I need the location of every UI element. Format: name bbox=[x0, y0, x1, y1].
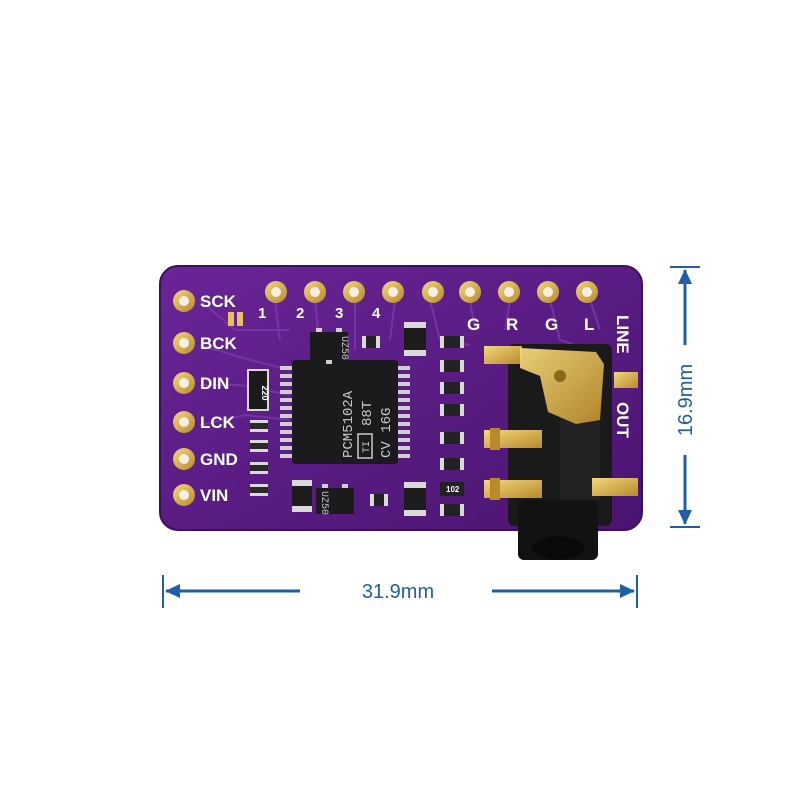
cap-marking: 102 bbox=[446, 485, 460, 494]
pin-label-l: L bbox=[584, 315, 594, 334]
height-label: 16.9mm bbox=[675, 364, 697, 436]
chip-part-number: PCM5102A bbox=[341, 390, 357, 458]
pin-label-bck: BCK bbox=[200, 334, 238, 353]
smd-pad bbox=[237, 312, 243, 326]
pin-pad bbox=[173, 484, 195, 506]
chip-logo: TI bbox=[362, 441, 373, 453]
pin-number-4: 4 bbox=[372, 305, 381, 322]
pin-pad bbox=[173, 290, 195, 312]
arrow-right-icon bbox=[620, 584, 635, 598]
label-line: LINE bbox=[613, 315, 632, 354]
smd-capacitor bbox=[250, 484, 268, 496]
capacitor-large bbox=[292, 480, 312, 512]
pin-pad bbox=[422, 281, 444, 303]
regulator-bottom: UZ50 bbox=[316, 484, 354, 515]
pin-number-1: 1 bbox=[258, 305, 266, 322]
smd-pad bbox=[228, 312, 234, 326]
smd-capacitor bbox=[250, 440, 268, 452]
pin-label-g1: G bbox=[467, 315, 480, 334]
smd-capacitor bbox=[250, 420, 268, 432]
pin-pad bbox=[265, 281, 287, 303]
pin-pad bbox=[173, 411, 195, 433]
passive-components-right: 102 bbox=[362, 336, 464, 516]
line-out-label: LINE OUT bbox=[613, 315, 632, 439]
passive-components-left bbox=[228, 312, 268, 496]
smd-resistor bbox=[440, 404, 464, 416]
pin-number-3: 3 bbox=[335, 305, 343, 322]
pin-pad bbox=[343, 281, 365, 303]
pin-label-sck: SCK bbox=[200, 292, 237, 311]
pin-pad bbox=[304, 281, 326, 303]
pin-pad bbox=[498, 281, 520, 303]
pin-pad bbox=[537, 281, 559, 303]
resistor-marking: 220 bbox=[260, 385, 270, 400]
capacitor-large bbox=[404, 482, 426, 516]
pin-pad bbox=[576, 281, 598, 303]
smd-resistor bbox=[440, 458, 464, 470]
pin-pad bbox=[459, 281, 481, 303]
pin-label-gnd: GND bbox=[200, 450, 238, 469]
top-pin-header: 1 2 3 4 G R G L bbox=[258, 281, 598, 334]
label-out: OUT bbox=[613, 402, 632, 439]
regulator-top: UZ50 bbox=[310, 328, 349, 364]
pin-pad bbox=[173, 332, 195, 354]
smd-resistor bbox=[440, 382, 464, 394]
pin-number-2: 2 bbox=[296, 305, 304, 322]
width-label: 31.9mm bbox=[362, 581, 434, 603]
arrow-up-icon bbox=[678, 269, 692, 284]
pin-label-r: R bbox=[506, 315, 518, 334]
arrow-down-icon bbox=[678, 510, 692, 525]
left-pin-header: SCK BCK DIN LCK GND VIN bbox=[173, 290, 238, 506]
smd-resistor bbox=[440, 432, 464, 444]
smd-capacitor bbox=[250, 462, 268, 474]
pin-label-vin: VIN bbox=[200, 486, 228, 505]
pin-label-lck: LCK bbox=[200, 413, 236, 432]
smd-capacitor-102: 102 bbox=[440, 482, 464, 496]
smd-resistor bbox=[440, 336, 464, 348]
arrow-left-icon bbox=[165, 584, 180, 598]
pin-label-din: DIN bbox=[200, 374, 229, 393]
height-dimension: 16.9mm bbox=[670, 266, 700, 528]
smd-resistor bbox=[440, 360, 464, 372]
pin-pad bbox=[173, 372, 195, 394]
regulator-marking-top: UZ50 bbox=[338, 336, 349, 360]
dac-chip: PCM5102A TI 88T CV 16G bbox=[280, 360, 410, 464]
pin-pad bbox=[382, 281, 404, 303]
resistor-220: 220 bbox=[247, 369, 270, 411]
smd-resistor bbox=[362, 336, 380, 348]
chip-lot-code: 88T bbox=[360, 401, 376, 426]
smd-resistor bbox=[370, 494, 388, 506]
audio-jack bbox=[484, 344, 638, 560]
width-dimension: 31.9mm bbox=[162, 575, 638, 608]
regulator-marking-bottom: UZ50 bbox=[318, 491, 329, 515]
pin-pad bbox=[173, 448, 195, 470]
smd-resistor bbox=[440, 504, 464, 516]
capacitor-large bbox=[404, 322, 426, 356]
chip-date-code: CV 16G bbox=[379, 408, 395, 458]
pin-label-g2: G bbox=[545, 315, 558, 334]
